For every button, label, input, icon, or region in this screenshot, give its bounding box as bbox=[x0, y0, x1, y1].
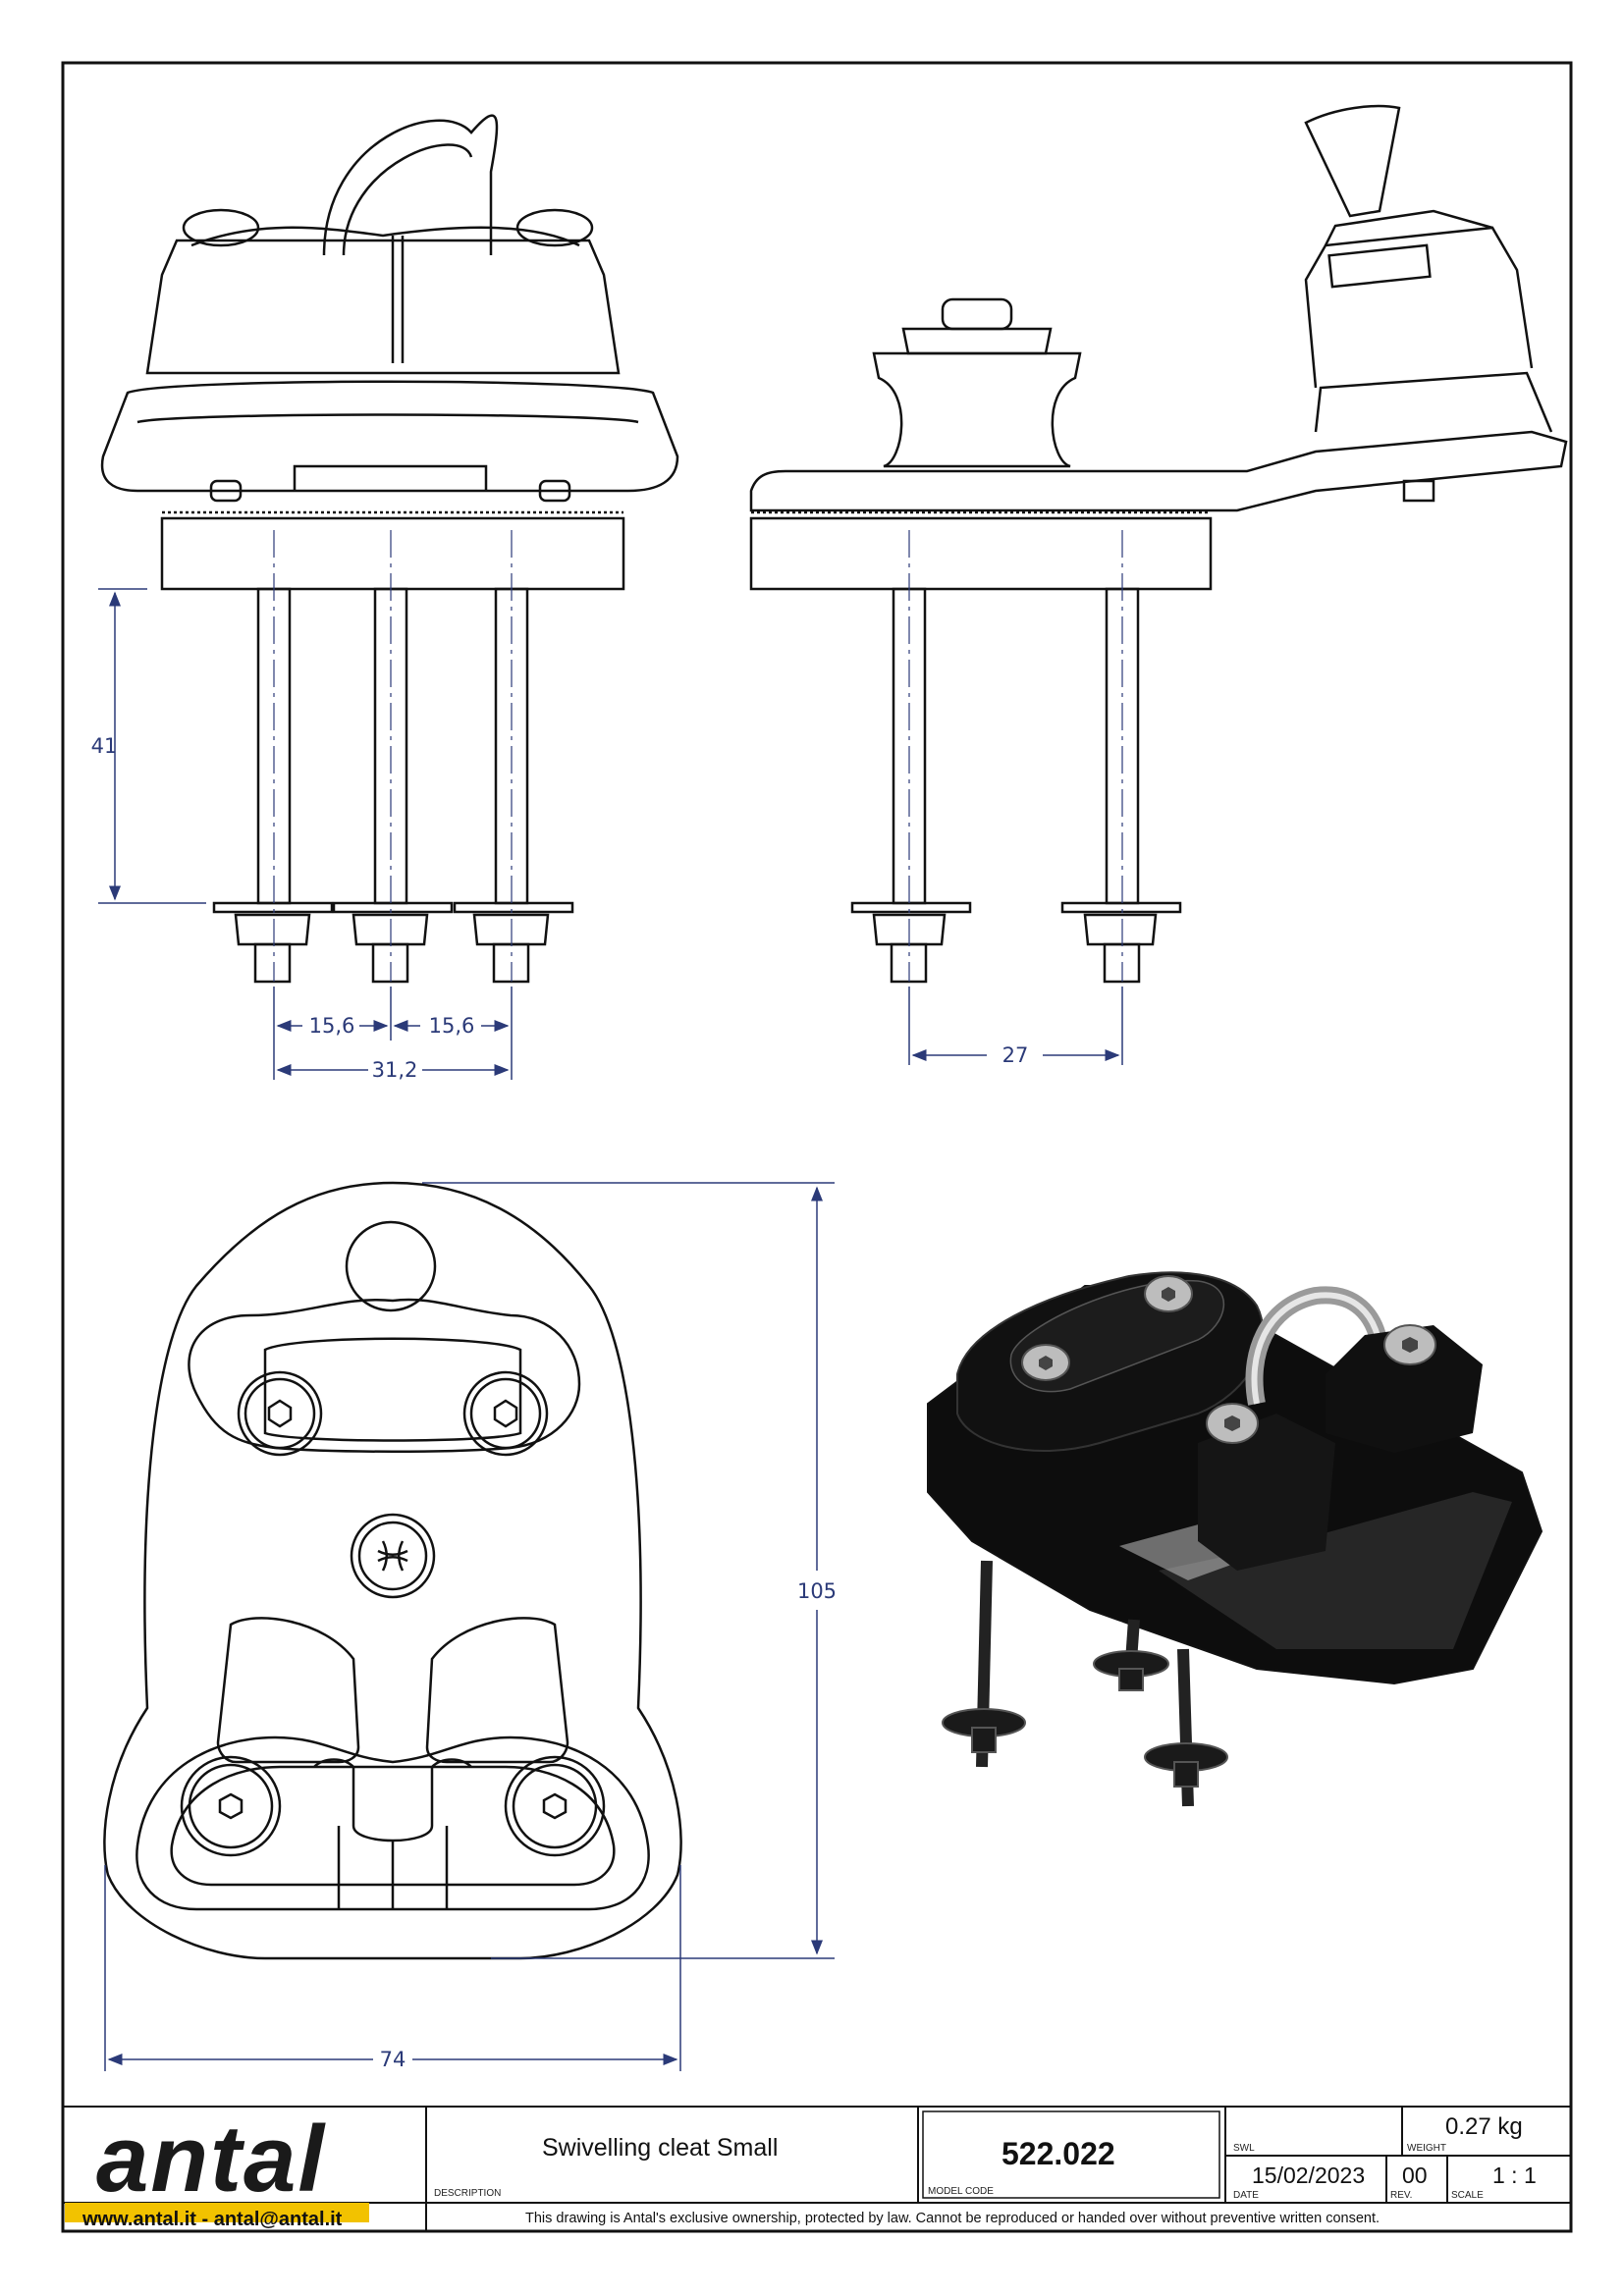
side-view bbox=[749, 104, 1568, 984]
weight-caption: WEIGHT bbox=[1407, 2143, 1446, 2154]
plan-view bbox=[103, 1181, 682, 1960]
front-view-centerlines bbox=[273, 530, 513, 982]
disclaimer-text: This drawing is Antal's exclusive owners… bbox=[525, 2211, 1380, 2226]
isometric-render bbox=[927, 1271, 1543, 1807]
dim-spacing-total-label: 31,2 bbox=[372, 1058, 418, 1082]
swl-caption: SWL bbox=[1233, 2143, 1255, 2154]
model-code-caption: MODEL CODE bbox=[928, 2186, 994, 2197]
dim-side-label: 27 bbox=[1002, 1043, 1029, 1067]
dim-plan-height-label: 105 bbox=[797, 1579, 837, 1603]
front-view bbox=[100, 114, 679, 984]
dim-height-41 bbox=[98, 588, 206, 904]
scale-value: 1 : 1 bbox=[1492, 2163, 1537, 2188]
dim-spacing-right-label: 15,6 bbox=[429, 1014, 475, 1038]
description-caption: DESCRIPTION bbox=[434, 2188, 502, 2199]
dim-plan-74 bbox=[104, 1865, 681, 2071]
side-view-centerlines bbox=[908, 530, 1123, 982]
rev-value: 00 bbox=[1402, 2163, 1428, 2188]
date-value: 15/02/2023 bbox=[1252, 2163, 1366, 2188]
scale-caption: SCALE bbox=[1451, 2190, 1484, 2201]
dim-height-label: 41 bbox=[91, 734, 118, 758]
dim-spacing-left-label: 15,6 bbox=[309, 1014, 355, 1038]
contact-text[interactable]: www.antal.it - antal@antal.it bbox=[82, 2209, 343, 2230]
dim-plan-width-label: 74 bbox=[380, 2048, 406, 2071]
antal-logo: antal bbox=[96, 2107, 327, 2212]
date-caption: DATE bbox=[1233, 2190, 1259, 2201]
dim-spacing bbox=[273, 987, 513, 1080]
model-code-value: 522.022 bbox=[1001, 2136, 1115, 2171]
description-value: Swivelling cleat Small bbox=[542, 2134, 779, 2162]
sheet-border bbox=[61, 61, 1573, 2233]
weight-value: 0.27 kg bbox=[1445, 2113, 1523, 2140]
rev-caption: REV. bbox=[1390, 2190, 1413, 2201]
dim-side-27 bbox=[908, 987, 1123, 1065]
dim-plan-105 bbox=[422, 1182, 835, 1959]
antal-logo-bar bbox=[65, 2203, 369, 2222]
